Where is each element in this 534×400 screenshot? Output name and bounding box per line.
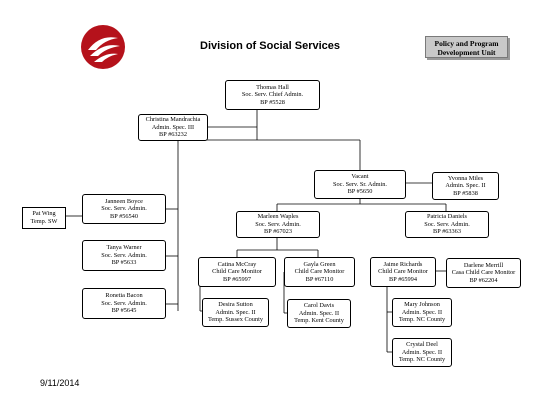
unit-label-box: Policy and Program Development Unit	[425, 36, 508, 58]
node-bp: BP #5838	[453, 189, 478, 197]
node-mary-johnson: Mary Johnson Admin. Spec. II Temp. NC Co…	[392, 298, 452, 327]
node-crystal-deel: Crystal Deel Admin. Spec. II Temp. NC Co…	[392, 338, 452, 367]
node-name: Gayla Green	[303, 260, 336, 268]
node-title: Child Care Monitor	[294, 268, 345, 276]
node-name: Vacant	[351, 173, 369, 181]
node-name: Pat Wing	[32, 210, 56, 218]
node-title: Admin. Spec. II	[401, 348, 443, 356]
node-bp: Temp. Sussex County	[207, 316, 263, 324]
node-yvonna-miles: Yvonna Miles Admin. Spec. II BP #5838	[432, 172, 499, 200]
node-patricia-daniels: Patricia Daniels Soc. Serv. Admin. BP #6…	[405, 211, 489, 238]
node-title: Soc. Serv. Chief Admin.	[241, 91, 304, 99]
node-thomas-hall: Thomas Hall Soc. Serv. Chief Admin. BP #…	[225, 80, 320, 110]
node-name: Thomas Hall	[256, 83, 289, 91]
unit-label-line1: Policy and Program	[434, 39, 499, 48]
node-bp: BP #62204	[469, 276, 498, 284]
node-title: Admin. Spec. II	[215, 308, 256, 316]
node-bp: BP #63232	[159, 131, 187, 139]
node-name: Janneen Boyce	[105, 197, 143, 205]
node-name: Patricia Daniels	[426, 213, 468, 221]
footer-date: 9/11/2014	[40, 378, 80, 388]
node-gayla-green: Gayla Green Child Care Monitor BP #67110	[284, 257, 355, 287]
node-title: Admin. Spec. III	[151, 123, 195, 131]
node-title: Soc. Serv. Admin.	[101, 251, 147, 259]
node-catina-mccray: Catina McCray Child Care Monitor BP #659…	[198, 257, 276, 287]
page-title: Division of Social Services	[200, 40, 341, 52]
node-bp: BP #63363	[433, 228, 461, 236]
node-bp: BP #65997	[223, 275, 251, 283]
node-carol-davis: Carol Davis Admin. Spec. II Temp. Kent C…	[287, 299, 351, 328]
node-vacant: Vacant Soc. Serv. Sr. Admin. BP #5650	[314, 170, 406, 199]
node-name: Ronetia Bacon	[105, 292, 143, 300]
node-name: Tanya Warner	[106, 244, 142, 252]
node-bp: BP #67023	[264, 228, 292, 236]
node-janneen-boyce: Janneen Boyce Soc. Serv. Admin. BP #5654…	[82, 194, 166, 224]
node-jaime-richards: Jaime Richards Child Care Monitor BP #65…	[370, 257, 436, 287]
node-marleen-waples: Marleen Waples Soc. Serv. Admin. BP #670…	[236, 211, 320, 238]
node-christina-mandrachia: Christina Mandrachia Admin. Spec. III BP…	[138, 114, 208, 141]
node-title: Soc. Serv. Sr. Admin.	[333, 180, 387, 188]
node-bp: BP #65994	[389, 275, 417, 283]
node-title: Admin. Spec. II	[445, 182, 486, 190]
node-title: Admin. Spec. II	[298, 309, 340, 317]
node-ronetia-bacon: Ronetia Bacon Soc. Serv. Admin. BP #5645	[82, 288, 166, 319]
unit-label-line2: Development Unit	[437, 48, 496, 57]
node-bp: BP #56540	[110, 212, 138, 220]
state-seal-logo-icon	[81, 25, 125, 69]
node-darlene-merrill: Darlene Merrill Casa Child Care Monitor …	[446, 258, 521, 288]
node-name: Catina McCray	[217, 260, 257, 268]
node-title: Casa Child Care Monitor	[451, 269, 516, 277]
node-title: Admin. Spec. II	[401, 308, 443, 316]
node-bp: BP #5645	[111, 307, 137, 315]
node-title: Temp. SW	[30, 218, 58, 225]
node-name: Jaime Richards	[383, 260, 423, 268]
node-bp: Temp. Kent County	[294, 317, 344, 325]
node-pat-wing: Pat Wing Temp. SW	[22, 207, 66, 229]
node-bp: Temp. NC County	[398, 356, 446, 364]
node-name: Mary Johnson	[404, 301, 440, 309]
node-title: Soc. Serv. Admin.	[255, 220, 301, 228]
node-name: Darlene Merrill	[463, 261, 504, 269]
node-bp: BP #5650	[347, 188, 373, 196]
node-title: Child Care Monitor	[212, 268, 262, 276]
node-bp: BP #67110	[305, 275, 334, 283]
node-title: Child Care Monitor	[378, 268, 428, 276]
node-desira-sutton: Desira Sutton Admin. Spec. II Temp. Suss…	[202, 298, 269, 327]
node-title: Soc. Serv. Admin.	[101, 299, 147, 307]
node-name: Christina Mandrachia	[145, 116, 201, 124]
node-name: Desira Sutton	[218, 301, 253, 309]
node-title: Soc. Serv. Admin.	[424, 220, 470, 228]
node-bp: BP #5528	[260, 98, 285, 106]
node-bp: Temp. NC County	[398, 316, 446, 324]
node-name: Crystal Deel	[406, 341, 438, 349]
node-name: Yvonna Miles	[447, 174, 484, 182]
node-title: Soc. Serv. Admin.	[101, 205, 147, 213]
node-name: Carol Davis	[303, 302, 335, 310]
node-tanya-warner: Tanya Warner Soc. Serv. Admin. BP #5633	[82, 240, 166, 271]
node-bp: BP #5633	[111, 259, 137, 267]
node-name: Marleen Waples	[257, 213, 299, 221]
